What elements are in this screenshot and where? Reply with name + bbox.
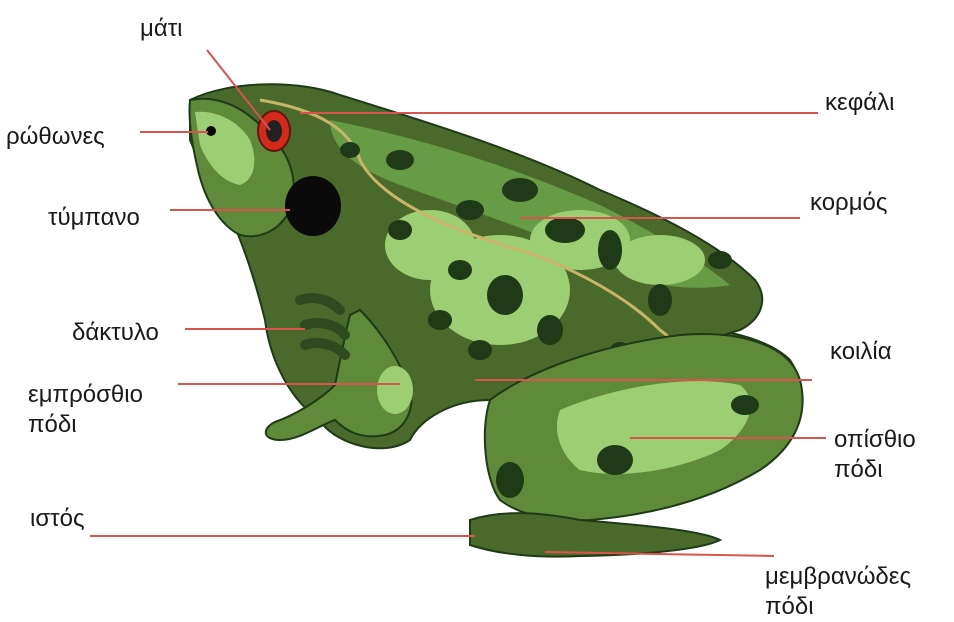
label-tympanum: τύμπανο (48, 203, 140, 233)
label-front-leg-line2: πόδι (28, 410, 143, 440)
label-hind-leg-line2: πόδι (834, 455, 916, 485)
front-leg-patch (377, 366, 413, 414)
label-nostrils: ρώθωνες (6, 122, 105, 152)
label-webbed-foot: μεμβρανώδες πόδι (765, 562, 911, 622)
label-eye: μάτι (140, 14, 183, 44)
label-webbed-foot-line2: πόδι (765, 592, 911, 622)
nostril-mark (206, 126, 216, 136)
eye-pupil (266, 120, 282, 142)
hind-spot-1 (597, 445, 633, 475)
hind-spot-3 (496, 462, 524, 498)
label-head: κεφάλι (825, 88, 894, 118)
label-front-leg: εμπρόσθιο πόδι (28, 380, 143, 440)
label-trunk: κορμός (810, 188, 887, 218)
hind-spot-2 (731, 395, 759, 415)
label-web: ιστός (30, 504, 85, 534)
label-hind-leg-line1: οπίσθιο (834, 425, 916, 455)
label-hind-leg: οπίσθιο πόδι (834, 425, 916, 485)
label-finger: δάκτυλο (72, 318, 159, 348)
label-belly: κοιλία (830, 337, 892, 367)
label-webbed-foot-line1: μεμβρανώδες (765, 562, 911, 592)
label-front-leg-line1: εμπρόσθιο (28, 380, 143, 410)
tympanum-mark (285, 176, 341, 236)
side-patch-4 (615, 235, 705, 285)
